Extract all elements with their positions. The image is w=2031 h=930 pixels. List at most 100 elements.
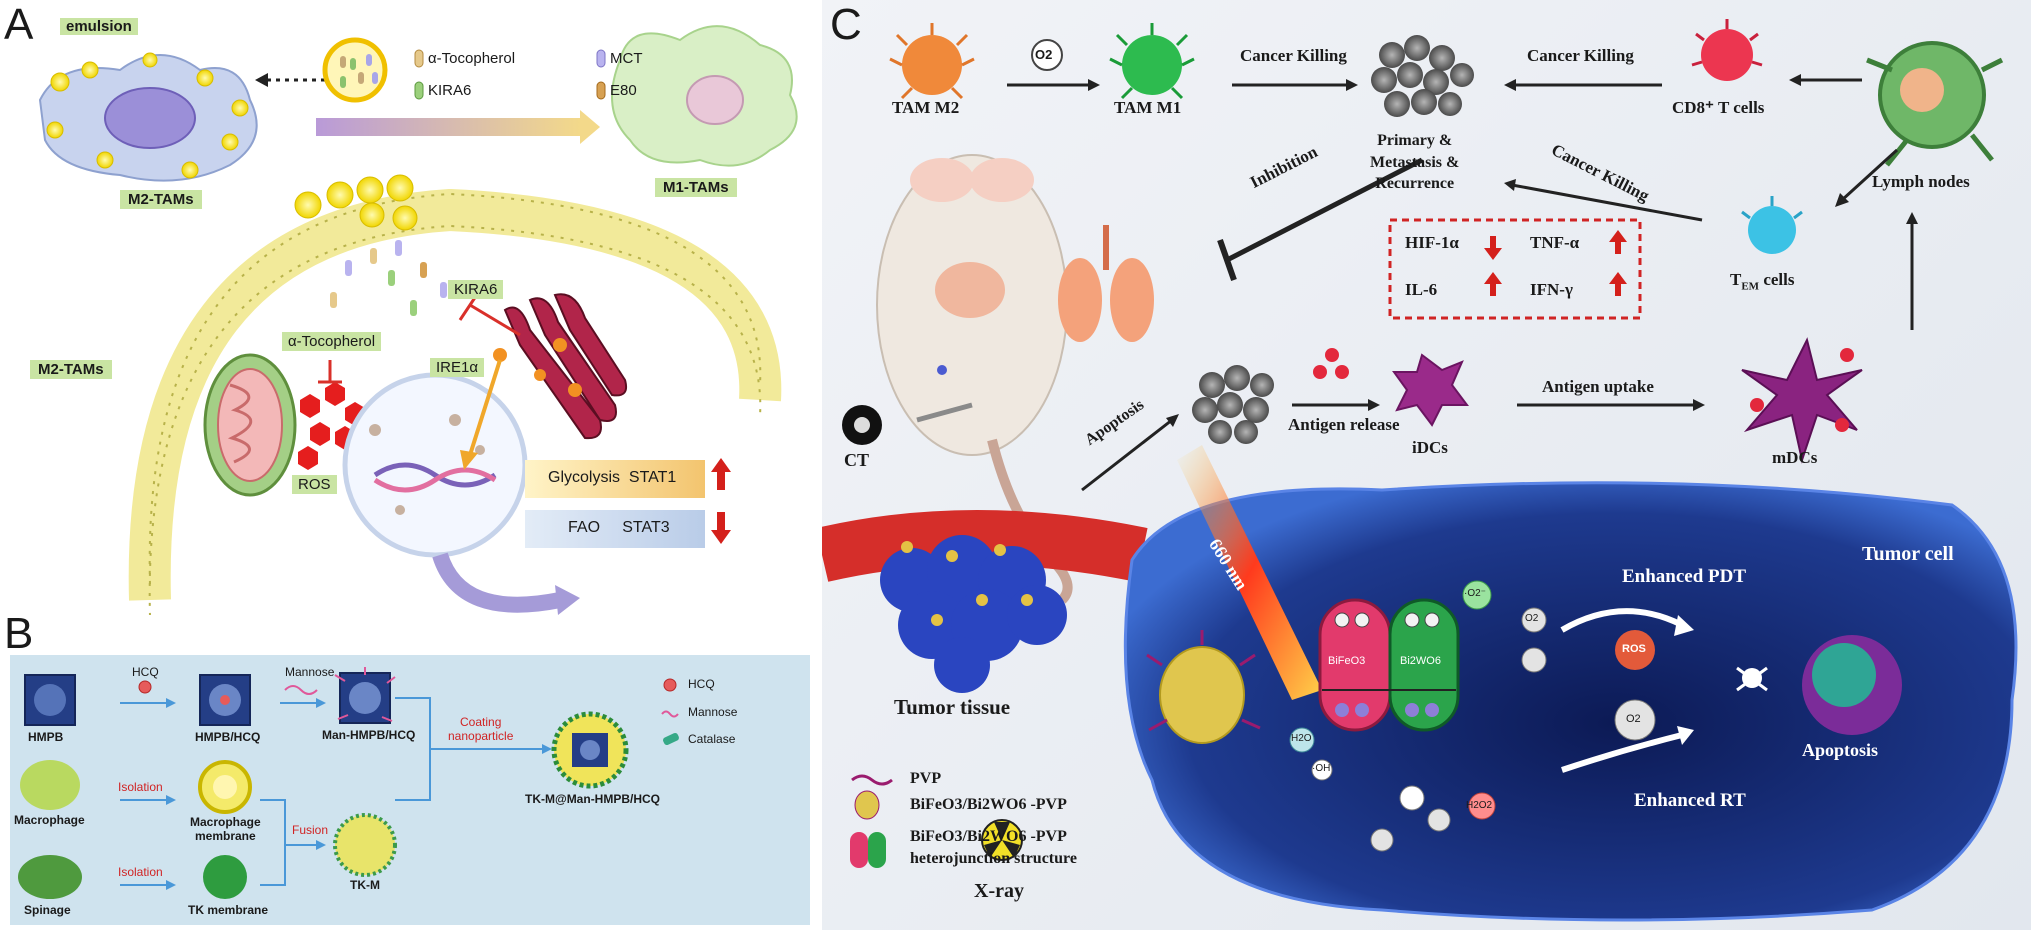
tem-cell [1741, 196, 1803, 254]
panel-b-label: B [4, 615, 34, 658]
hcq-step-label: HCQ [132, 665, 159, 679]
nanoparticle-pvp [1146, 630, 1261, 744]
isolation-1-label: Isolation [118, 780, 163, 794]
o2-top-label: O2 [1035, 47, 1053, 62]
primary-metastasis-label: Primary & Metastasis & Recurrence [1370, 132, 1460, 193]
alpha-tocopherol-label: α-Tocopherol [282, 332, 382, 351]
panel-b-illustration [18, 667, 679, 899]
tam-m1-cell [1109, 23, 1195, 100]
hmpb-label: HMPB [28, 730, 64, 744]
glycolysis-box [525, 460, 705, 498]
oh-label: ·OH [1312, 763, 1331, 774]
panel-a: A [0, 0, 820, 615]
lymph-node [1866, 41, 2004, 167]
skull-icon [1736, 666, 1768, 692]
apoptosis-label: Apoptosis [1802, 740, 1879, 760]
emulsion-particle [322, 37, 388, 103]
panel-b: B [0, 615, 820, 930]
tumor-cell-label: Tumor cell [1862, 543, 1954, 565]
spinage-image [18, 855, 82, 899]
endoplasmic-reticulum [503, 293, 628, 440]
mdcs-label: mDCs [1772, 448, 1818, 467]
panel-c-illustration [822, 19, 2018, 922]
panel-a-label: A [4, 0, 34, 49]
m1-tams-label: M1-TAMs [655, 178, 737, 197]
xray-label: X-ray [974, 880, 1024, 902]
tk-membrane-label: TK membrane [188, 903, 269, 917]
fao-label: FAO STAT3 [568, 519, 670, 536]
mannose-step-label: Mannose [285, 665, 335, 679]
final-nanoparticle [551, 711, 629, 789]
cytokine-box [1388, 218, 1642, 320]
coating-label: Coating nanoparticle [448, 715, 514, 743]
ire1a-label: IRE1α [430, 358, 485, 377]
transition-arrow [316, 118, 580, 136]
laser-beam [1177, 445, 1322, 700]
ct-label: CT [844, 450, 870, 470]
emulsion-legend: emulsion [60, 18, 138, 35]
tam-m1-label: TAM M1 [1114, 98, 1182, 117]
glycolysis-label: Glycolysis STAT1 [548, 469, 677, 486]
panel-c: C [822, 0, 2031, 930]
o2-pdt-label: O2 [1525, 613, 1539, 624]
cd8-t-cell [1691, 19, 1763, 81]
mdc-cell [1741, 337, 1863, 464]
cell-membrane [128, 188, 782, 601]
legend-hetero-label-2: heterojunction structure [910, 850, 1077, 867]
apoptotic-cell [1802, 635, 1902, 735]
hmpb-cube [24, 674, 76, 726]
legend-e80: E80 [610, 82, 637, 99]
legend-nano-label: BiFeO3/Bi2WO6 -PVP [910, 796, 1067, 813]
nucleus [342, 372, 528, 558]
blood-vessel [822, 510, 1148, 582]
bi2wo6-label: Bi2WO6 [1400, 655, 1441, 667]
fao-box [525, 510, 705, 548]
macrophage-label: Macrophage [14, 813, 85, 827]
tem-prefix: T [1730, 270, 1742, 289]
legend-alpha-tocopherol: α-Tocopherol [428, 50, 516, 67]
enhanced-rt-label: Enhanced RT [1634, 790, 1746, 811]
tumor-cell [1123, 481, 2018, 922]
spinage-label: Spinage [24, 903, 71, 917]
cytokine-ifn: IFN-γ [1530, 280, 1573, 299]
lymph-nodes-label: Lymph nodes [1872, 172, 1970, 191]
ros-circle-label: ROS [1622, 643, 1646, 655]
cytokine-hif: HIF-1α [1405, 233, 1459, 252]
legend-mct: MCT [610, 50, 643, 67]
cytokine-il6: IL-6 [1405, 280, 1438, 299]
legend-kira6: KIRA6 [428, 82, 472, 99]
m1-nucleus [686, 75, 744, 125]
tem-subscript: EM [1741, 280, 1760, 293]
hmpb-hcq-cube [199, 674, 251, 726]
final-product-label: TK-M@Man-HMPB/HCQ [525, 792, 661, 806]
panel-b-background [10, 655, 810, 925]
tumor-cluster [1371, 35, 1474, 117]
m2-tams-side-label: M2-TAMs [30, 360, 112, 379]
legend-pvp-label: PVP [910, 770, 942, 787]
legend-catalase-label: Catalase [688, 732, 736, 746]
apoptotic-cluster [1192, 365, 1274, 444]
isolation-2-label: Isolation [118, 865, 163, 879]
legend-hetero-label-1: BiFeO3/Bi2WO6 -PVP [910, 828, 1067, 845]
cd8-label: CD8⁺ T cells [1672, 98, 1765, 117]
bifeo3-label: BiFeO3 [1328, 655, 1366, 667]
cancer-killing-1: Cancer Killing [1240, 46, 1347, 65]
panel-c-label: C [830, 0, 862, 49]
kira6-label: KIRA6 [448, 280, 504, 299]
ros-label: ROS [292, 475, 337, 494]
tem-label: TEM cells [1730, 270, 1794, 292]
tam-m2-label: TAM M2 [892, 98, 960, 117]
tam-m2-cell [889, 23, 975, 100]
enhanced-pdt-label: Enhanced PDT [1622, 566, 1747, 587]
antigen-release-label: Antigen release [1288, 415, 1400, 434]
idcs-label: iDCs [1412, 438, 1448, 457]
cancer-killing-2: Cancer Killing [1527, 46, 1634, 65]
legend-mannose-label: Mannose [688, 705, 738, 719]
fusion-label: Fusion [292, 823, 329, 837]
emulsion-droplets [46, 52, 249, 179]
heterojunction [1318, 598, 1460, 732]
lungs-icon [1058, 225, 1154, 342]
tem-suffix: cells [1759, 270, 1795, 289]
o2-minus-label: ·O2⁻ [1464, 588, 1486, 599]
hmpb-hcq-label: HMPB/HCQ [195, 730, 261, 744]
